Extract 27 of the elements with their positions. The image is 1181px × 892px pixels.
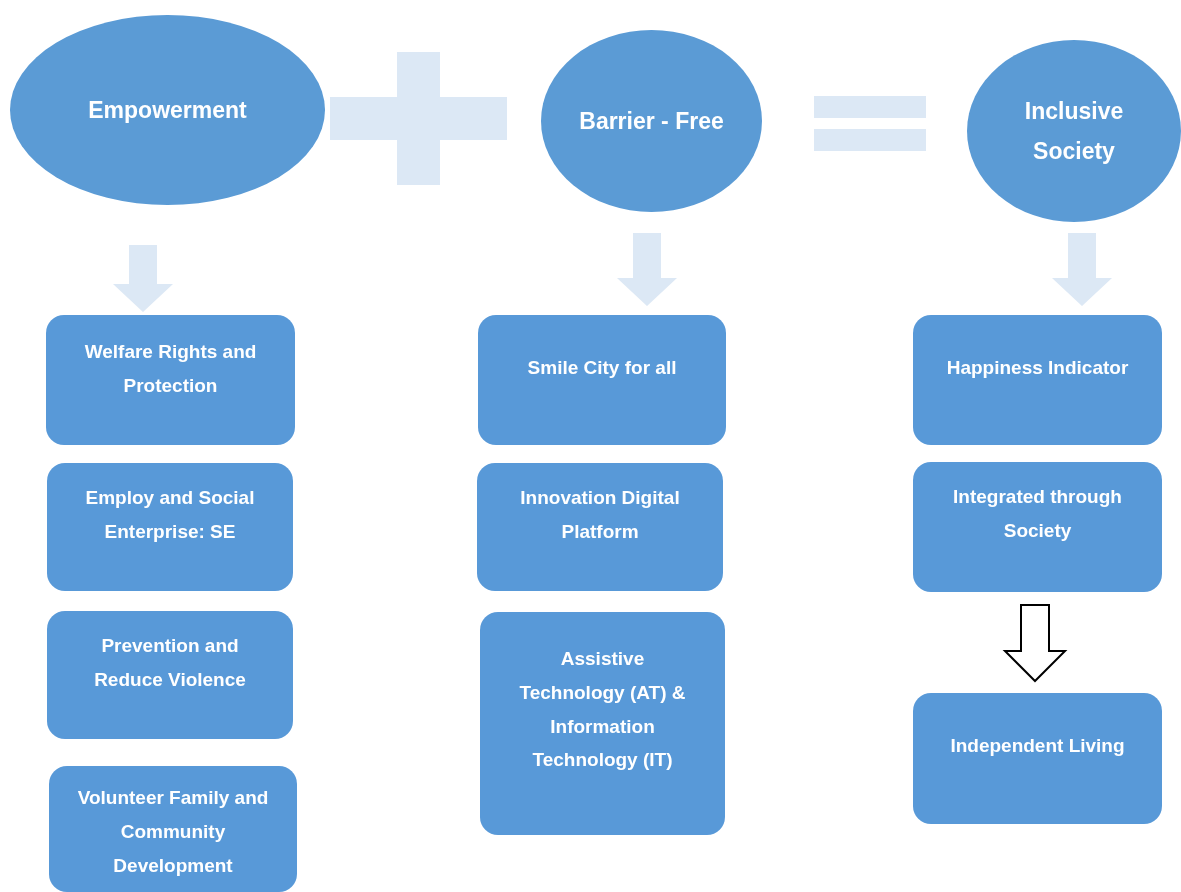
node-label: Assistive Technology (AT) & Information Technology (IT)	[518, 647, 687, 773]
block-arrow	[1002, 604, 1068, 683]
node-label: Employ and Social Enterprise: SE	[84, 486, 256, 544]
rounded-box	[46, 315, 295, 445]
block-arrow	[617, 233, 677, 306]
rounded-box	[478, 315, 726, 445]
node-label: Independent Living	[950, 734, 1125, 758]
node-label: Innovation Digital Platform	[519, 486, 681, 544]
block-arrow	[113, 245, 173, 312]
node-label: Integrated through Society	[952, 485, 1123, 543]
node-title: Barrier - Free	[579, 106, 724, 136]
node-label: Prevention and Reduce Violence	[93, 634, 247, 692]
node-label: Volunteer Family and Community Development	[76, 786, 270, 878]
rounded-box	[480, 612, 725, 835]
rounded-box	[47, 611, 293, 739]
node-title: Empowerment	[88, 95, 247, 125]
rounded-box	[913, 315, 1162, 445]
rounded-box	[49, 766, 297, 892]
rounded-box	[913, 693, 1162, 824]
node-label: Welfare Rights and Protection	[83, 340, 258, 398]
rounded-box	[477, 463, 723, 591]
node-label: Happiness Indicator	[946, 356, 1129, 380]
node-label: Smile City for all	[527, 356, 677, 380]
rounded-box	[913, 462, 1162, 592]
rounded-box	[47, 463, 293, 591]
block-arrow	[1052, 233, 1112, 306]
node-title: Inclusive Society	[1023, 96, 1125, 166]
